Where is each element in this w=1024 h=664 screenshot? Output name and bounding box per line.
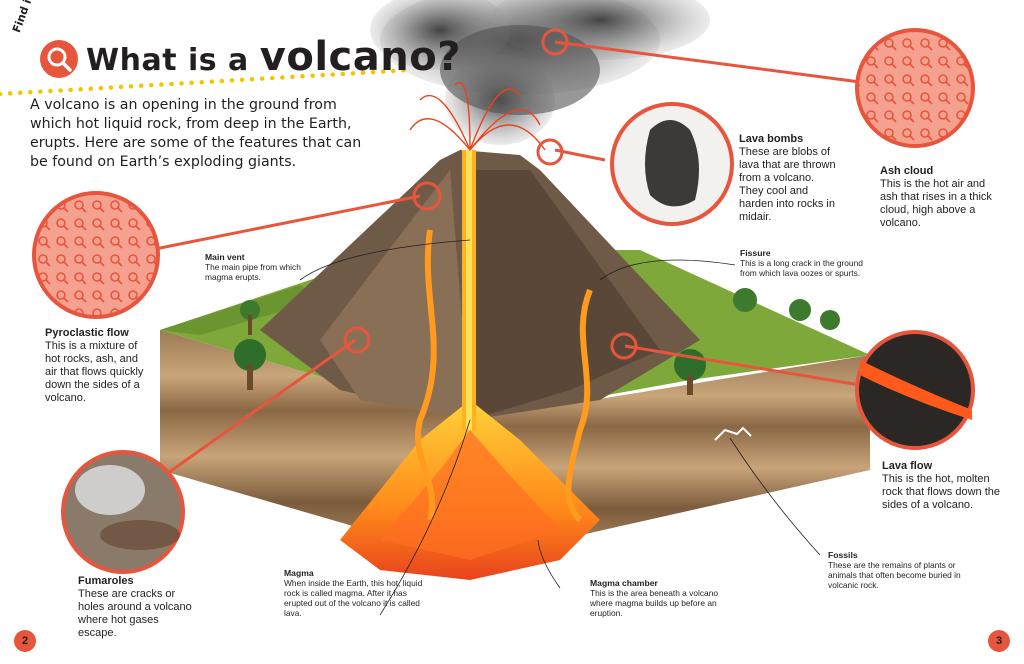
label-text: This is the hot air and ash that rises i… xyxy=(880,178,992,229)
ash-plume xyxy=(370,0,710,145)
label-text: The main pipe from which magma erupts. xyxy=(205,262,301,282)
label-pyroclastic-flow: Pyroclastic flow This is a mixture of ho… xyxy=(45,327,145,405)
label-title: Fumaroles xyxy=(78,575,134,587)
lava-flow-photo xyxy=(855,330,975,450)
label-lava-bombs: Lava bombs These are blobs of lava that … xyxy=(739,133,839,224)
page-number-left: 2 xyxy=(14,630,36,652)
trees xyxy=(234,288,840,395)
label-text: This is a long crack in the ground from … xyxy=(740,258,863,278)
label-title: Fossils xyxy=(828,550,858,560)
fumaroles-photo xyxy=(61,450,185,574)
label-text: These are the remains of plants or anima… xyxy=(828,560,961,590)
label-fissure: Fissure This is a long crack in the grou… xyxy=(740,248,880,278)
magnifier-icon xyxy=(40,40,78,78)
label-fossils: Fossils These are the remains of plants … xyxy=(828,550,968,590)
label-lava-flow: Lava flow This is the hot, molten rock t… xyxy=(882,460,1002,512)
label-title: Main vent xyxy=(205,252,245,262)
label-text: These are blobs of lava that are thrown … xyxy=(739,146,836,223)
label-text: This is the area beneath a volcano where… xyxy=(590,588,719,618)
label-title: Pyroclastic flow xyxy=(45,327,129,339)
title-prefix: What is a xyxy=(86,43,249,78)
label-text: When inside the Earth, this hot, liquid … xyxy=(284,578,423,618)
label-title: Fissure xyxy=(740,248,771,258)
label-title: Lava flow xyxy=(882,460,933,472)
label-text: These are cracks or holes around a volca… xyxy=(78,588,192,639)
label-text: This is the hot, molten rock that flows … xyxy=(882,473,1001,511)
lava-bomb-photo xyxy=(610,102,734,226)
label-title: Magma chamber xyxy=(590,578,658,588)
label-ash-cloud: Ash cloud This is the hot air and ash th… xyxy=(880,165,998,230)
label-title: Magma xyxy=(284,568,314,578)
label-title: Ash cloud xyxy=(880,165,934,177)
label-title: Lava bombs xyxy=(739,133,804,145)
page-number-right: 3 xyxy=(988,630,1010,652)
label-main-vent: Main vent The main pipe from which magma… xyxy=(205,252,325,282)
label-fumaroles: Fumaroles These are cracks or holes arou… xyxy=(78,575,198,640)
title-main: volcano? xyxy=(259,34,461,80)
page-title: What is a volcano? xyxy=(86,34,461,80)
label-magma: Magma When inside the Earth, this hot, l… xyxy=(284,568,424,618)
intro-text: A volcano is an opening in the ground fr… xyxy=(30,97,362,170)
label-magma-chamber: Magma chamber This is the area beneath a… xyxy=(590,578,720,618)
label-text: This is a mixture of hot rocks, ash, and… xyxy=(45,340,144,404)
